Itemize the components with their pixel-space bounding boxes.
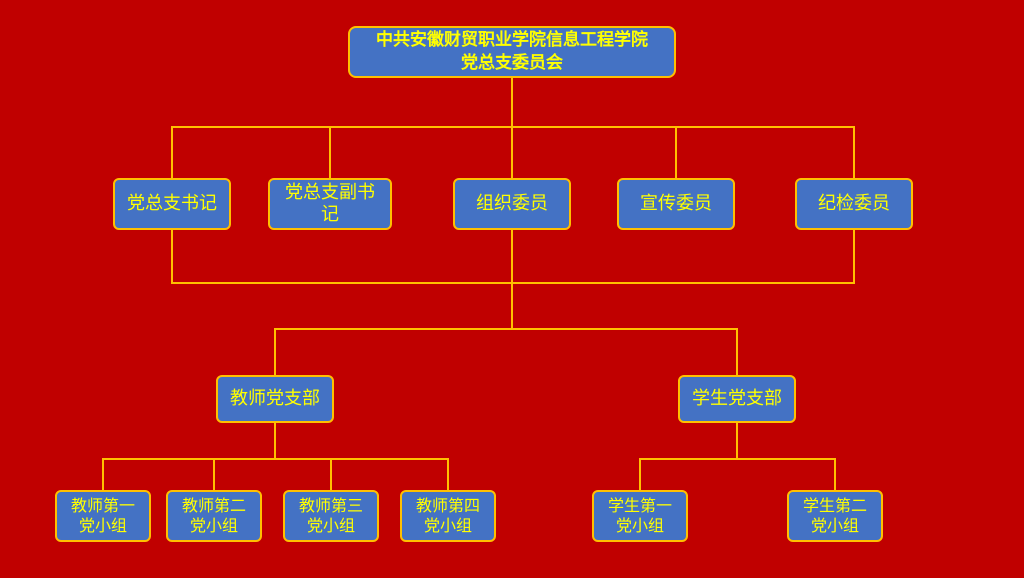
connector-line — [853, 126, 855, 178]
connector-line — [171, 230, 173, 284]
node-teacher-group-2: 教师第二党小组 — [166, 490, 262, 542]
node-student-group-1: 学生第一党小组 — [592, 490, 688, 542]
node-student-group-2: 学生第二党小组 — [787, 490, 883, 542]
node-deputy-secretary: 党总支副书记 — [268, 178, 392, 230]
connector-line — [171, 282, 855, 284]
connector-line — [329, 126, 331, 178]
connector-line — [274, 328, 738, 330]
node-teacher-group-3: 教师第三党小组 — [283, 490, 379, 542]
connector-line — [102, 458, 104, 490]
connector-line — [274, 423, 276, 460]
connector-line — [736, 328, 738, 375]
node-student-branch: 学生党支部 — [678, 375, 796, 423]
node-teacher-branch: 教师党支部 — [216, 375, 334, 423]
node-discipline-member: 纪检委员 — [795, 178, 913, 230]
connector-line — [853, 230, 855, 284]
node-propaganda-member: 宣传委员 — [617, 178, 735, 230]
node-teacher-group-4: 教师第四党小组 — [400, 490, 496, 542]
connector-line — [639, 458, 641, 490]
connector-line — [834, 458, 836, 490]
node-committee-title: 中共安徽财贸职业学院信息工程学院 党总支委员会 — [348, 26, 676, 78]
connector-line — [675, 126, 677, 178]
connector-line — [213, 458, 215, 490]
connector-line — [511, 230, 513, 330]
connector-line — [274, 328, 276, 375]
connector-line — [330, 458, 332, 490]
node-teacher-group-1: 教师第一党小组 — [55, 490, 151, 542]
title-line-1: 中共安徽财贸职业学院信息工程学院 — [376, 30, 648, 51]
title-line-2: 党总支委员会 — [461, 53, 563, 73]
connector-line — [171, 126, 855, 128]
node-secretary: 党总支书记 — [113, 178, 231, 230]
connector-line — [511, 78, 513, 127]
connector-line — [102, 458, 449, 460]
connector-line — [639, 458, 836, 460]
connector-line — [447, 458, 449, 490]
connector-line — [511, 126, 513, 178]
node-organization-member: 组织委员 — [453, 178, 571, 230]
connector-line — [736, 423, 738, 460]
connector-line — [171, 126, 173, 178]
